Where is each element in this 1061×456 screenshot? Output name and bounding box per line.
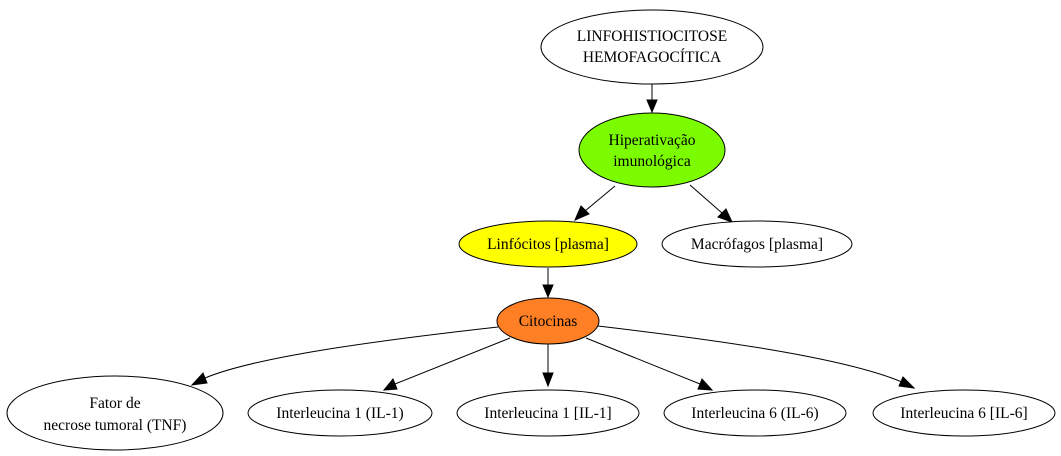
node-il1a: Interleucina 1 (IL-1) [247, 389, 433, 437]
arrow-cito-il1a [382, 378, 398, 391]
node-root: LINFOHISTIOCITOSE HEMOFAGOCÍTICA [540, 9, 764, 85]
arrow-hyper-linfo [574, 205, 590, 221]
node-hyper-shape [578, 112, 726, 188]
arrow-cito-il6a [697, 378, 714, 391]
edge-cito-tnf [204, 326, 499, 379]
node-il6a-shape [663, 389, 847, 437]
edge-cito-il6a [585, 337, 701, 385]
edge-hyper-macro [689, 184, 723, 214]
node-tnf-label-2: necrose tumoral (TNF) [44, 417, 187, 434]
arrow-cito-tnf [190, 372, 208, 386]
arrow-root-hyper [646, 99, 658, 114]
node-il6b-label: Interleucina 6 [IL-6] [900, 405, 1027, 422]
edge-cito-il6b [597, 325, 903, 383]
node-root-label-1: LINFOHISTIOCITOSE [577, 28, 727, 45]
node-il6a: Interleucina 6 (IL-6) [663, 389, 847, 437]
node-cito: Citocinas [496, 297, 600, 345]
node-cito-label: Citocinas [519, 313, 578, 330]
edges [190, 84, 916, 391]
node-il1a-shape [247, 389, 433, 437]
arrow-cito-il1b [542, 372, 554, 388]
node-il6b: Interleucina 6 [IL-6] [872, 389, 1056, 437]
node-hyper: Hiperativação imunológica [578, 112, 726, 188]
node-hyper-label-1: Hiperativação [609, 132, 696, 149]
node-cito-shape [496, 297, 600, 345]
arrow-hyper-macro [717, 208, 733, 223]
node-macro-label: Macrófagos [plasma] [691, 236, 823, 253]
node-tnf-shape [6, 375, 224, 451]
node-il1b: Interleucina 1 [IL-1] [456, 389, 640, 437]
node-tnf-label-1: Fator de [89, 395, 140, 412]
arrow-cito-il6b [898, 376, 916, 389]
arrow-linfo-cito [542, 284, 554, 299]
node-macro-shape [661, 220, 853, 268]
node-il6b-shape [872, 389, 1056, 437]
edge-hyper-linfo [584, 185, 616, 212]
node-il1b-shape [456, 389, 640, 437]
node-il1a-label: Interleucina 1 (IL-1) [276, 405, 403, 422]
node-hyper-label-2: imunológica [613, 153, 691, 170]
node-linfo-label: Linfócitos [plasma] [487, 236, 609, 253]
node-il6a-label: Interleucina 6 (IL-6) [691, 405, 818, 422]
edge-cito-il1a [394, 337, 511, 385]
node-il1b-label: Interleucina 1 [IL-1] [484, 405, 611, 422]
node-macro: Macrófagos [plasma] [661, 220, 853, 268]
node-root-label-2: HEMOFAGOCÍTICA [583, 49, 722, 66]
node-root-shape [540, 9, 764, 85]
node-linfo: Linfócitos [plasma] [458, 220, 638, 268]
node-linfo-shape [458, 220, 638, 268]
node-tnf: Fator de necrose tumoral (TNF) [6, 375, 224, 451]
